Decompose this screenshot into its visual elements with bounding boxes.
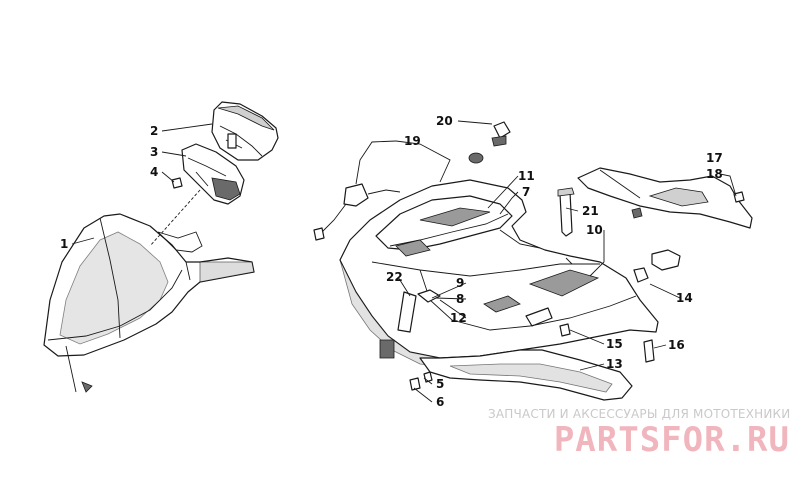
- screw-15-16-part: [559, 323, 655, 363]
- callout-4: 4: [150, 165, 158, 179]
- callout-13: 13: [606, 357, 623, 371]
- leader-lines: [71, 120, 737, 403]
- switch-20-part: [468, 121, 511, 164]
- callout-21: 21: [582, 204, 599, 218]
- knob-14-part: [633, 249, 681, 283]
- callout-labels: 1 2 3 4 5 6 7 8 9 10 11 12 13 14 15 16 1…: [60, 114, 723, 409]
- bolt-21-part: [557, 187, 575, 237]
- watermark-logo: PARTSFOR.RU: [553, 420, 790, 460]
- headlight-housing-part: [211, 101, 279, 161]
- callout-16: 16: [668, 338, 685, 352]
- clip-22-part: [379, 291, 417, 359]
- callout-11: 11: [518, 169, 535, 183]
- callout-15: 15: [606, 337, 623, 351]
- front-fender-part: [43, 213, 255, 357]
- lower-belly-pan-part: [419, 349, 633, 401]
- callout-8: 8: [456, 292, 464, 306]
- callout-2: 2: [150, 124, 158, 138]
- callout-22: 22: [386, 270, 403, 284]
- headlight-bracket-part: [181, 143, 245, 205]
- callout-17: 17: [706, 151, 723, 165]
- watermark-tagline: ЗАПЧАСТИ И АКСЕССУАРЫ ДЛЯ МОТОТЕХНИКИ: [488, 407, 791, 421]
- callout-9: 9: [456, 276, 464, 290]
- callout-10: 10: [586, 223, 603, 237]
- wire-harness-19-part: [313, 183, 401, 241]
- callout-14: 14: [676, 291, 693, 305]
- callout-18: 18: [706, 167, 723, 181]
- callout-5: 5: [436, 377, 444, 391]
- fastener-18-part: [733, 191, 745, 203]
- callout-7: 7: [522, 185, 530, 199]
- callout-6: 6: [436, 395, 444, 409]
- callout-1: 1: [60, 237, 68, 251]
- callout-20: 20: [436, 114, 453, 128]
- callout-19: 19: [404, 134, 421, 148]
- callout-3: 3: [150, 145, 158, 159]
- side-panel-part: [577, 167, 753, 229]
- fastener-4-part: [171, 177, 183, 189]
- callout-12: 12: [450, 311, 467, 325]
